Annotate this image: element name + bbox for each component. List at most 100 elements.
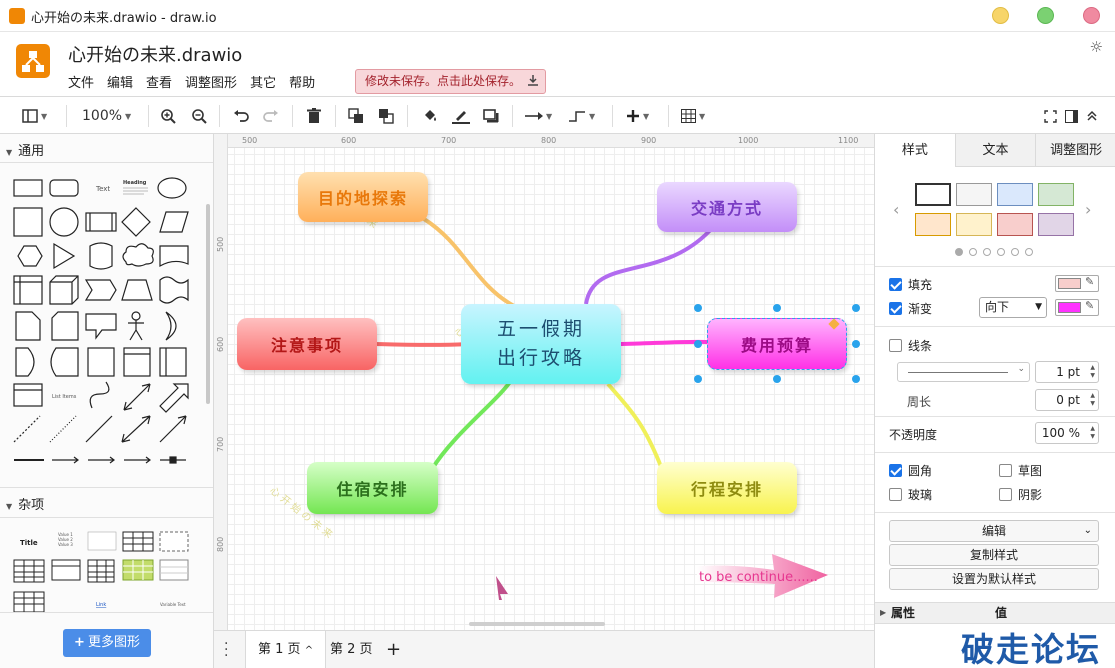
zoom-select[interactable]: 100%▼ (82, 108, 132, 124)
close-button[interactable] (1083, 7, 1100, 24)
swatch-next-icon[interactable]: › (1085, 200, 1092, 219)
style-swatch-1[interactable] (915, 183, 951, 206)
opacity-input[interactable]: 100 % ▲▼ (1035, 422, 1099, 444)
shadow-checkbox[interactable] (999, 488, 1012, 501)
resize-handle-se[interactable] (852, 375, 860, 383)
swatch-prev-icon[interactable]: ‹ (893, 200, 900, 219)
menu-edit[interactable]: 编辑 (107, 76, 134, 91)
glass-checkbox[interactable] (889, 488, 902, 501)
zoom-out-icon[interactable] (191, 106, 207, 126)
shadow-icon[interactable] (483, 106, 499, 126)
node-notes[interactable]: 注意事项 (237, 318, 377, 370)
fill-color-picker[interactable]: ✎ (1055, 275, 1099, 292)
spinner-icon[interactable]: ▲▼ (1090, 425, 1095, 440)
redo-icon[interactable] (263, 106, 279, 126)
connection-style-select[interactable]: ▼ (525, 106, 552, 126)
line-color-icon[interactable] (452, 106, 470, 126)
style-swatch-6[interactable] (956, 213, 992, 236)
canvas-h-scrollbar[interactable] (469, 622, 605, 626)
swatch-page-5[interactable] (1011, 248, 1019, 256)
pages-menu-icon[interactable]: ··· (224, 636, 229, 664)
copy-style-button[interactable]: 复制样式 (889, 544, 1099, 566)
swatch-page-1[interactable] (955, 248, 963, 256)
sidebar-scrollbar[interactable] (206, 204, 210, 404)
node-budget[interactable]: 费用预算 (707, 318, 847, 370)
section-misc-header[interactable]: ▼杂项 (6, 498, 45, 513)
tab-arrange[interactable]: 调整图形 (1035, 134, 1115, 167)
swatch-page-4[interactable] (997, 248, 1005, 256)
perimeter-input[interactable]: 0 pt ▲▼ (1035, 389, 1099, 411)
node-itinerary[interactable]: 行程安排 (657, 462, 797, 514)
node-transport[interactable]: 交通方式 (657, 182, 797, 232)
fullscreen-icon[interactable] (1044, 106, 1057, 126)
resize-handle-s[interactable] (773, 375, 781, 383)
menu-file[interactable]: 文件 (68, 76, 95, 91)
gradient-direction-select[interactable]: 向下▼ (979, 297, 1047, 318)
toggle-format-icon[interactable] (1065, 106, 1078, 126)
waypoints-select[interactable]: ▼ (568, 106, 595, 126)
style-swatch-5[interactable] (915, 213, 951, 236)
diagram-canvas[interactable]: 心 开 始 の 未 来 心 开 始 の 未 来 心 开 始 の 未 来 目的地探… (214, 134, 874, 630)
fill-checkbox[interactable] (889, 278, 902, 291)
line-checkbox[interactable] (889, 339, 902, 352)
add-page-button[interactable]: + (386, 639, 402, 660)
menu-arrange[interactable]: 调整图形 (185, 76, 238, 91)
menu-view[interactable]: 查看 (146, 76, 173, 91)
style-swatch-7[interactable] (997, 213, 1033, 236)
continue-text[interactable]: to be continue...... (699, 570, 818, 585)
swatch-page-6[interactable] (1025, 248, 1033, 256)
spinner-icon[interactable]: ▲▼ (1090, 364, 1095, 379)
node-lodging[interactable]: 住宿安排 (307, 462, 438, 514)
style-swatch-2[interactable] (956, 183, 992, 206)
minimize-button[interactable] (992, 7, 1009, 24)
edit-style-select[interactable]: 编辑 ⌄ (889, 520, 1099, 542)
page-tab-1[interactable]: 第 1 页 ^ (245, 631, 327, 668)
collapse-chevron-icon[interactable] (1086, 106, 1098, 126)
line-pattern-select[interactable]: ⌄ (897, 362, 1030, 382)
tab-text[interactable]: 文本 (954, 134, 1036, 167)
style-swatch-8[interactable] (1038, 213, 1074, 236)
to-front-icon[interactable] (348, 106, 364, 126)
page-tab-caret-icon[interactable]: ^ (304, 645, 314, 656)
resize-handle-e[interactable] (852, 340, 860, 348)
swatch-page-3[interactable] (983, 248, 991, 256)
resize-handle-ne[interactable] (852, 304, 860, 312)
zoom-in-icon[interactable] (160, 106, 176, 126)
node-center[interactable]: 五一假期 出行攻略 (461, 304, 621, 384)
format-panel-toggle[interactable]: ▼ (22, 106, 47, 126)
menu-extras[interactable]: 其它 (250, 76, 277, 91)
resize-handle-n[interactable] (773, 304, 781, 312)
style-swatch-3[interactable] (997, 183, 1033, 206)
fill-color-icon[interactable] (422, 106, 438, 126)
resize-handle-sw[interactable] (694, 375, 702, 383)
menu-help[interactable]: 帮助 (289, 76, 316, 91)
tab-style[interactable]: 样式 (875, 134, 955, 167)
gradient-checkbox[interactable] (889, 302, 902, 315)
gradient-color-picker[interactable]: ✎ (1055, 299, 1099, 316)
page-tab-2[interactable]: 第 2 页 (330, 642, 373, 657)
maximize-button[interactable] (1037, 7, 1054, 24)
theme-sun-icon[interactable]: ☼ (1089, 38, 1103, 56)
node-destination[interactable]: 目的地探索 (298, 172, 428, 222)
resize-handle-nw[interactable] (694, 304, 702, 312)
unsaved-changes-button[interactable]: 修改未保存。点击此处保存。 (355, 69, 547, 94)
style-swatch-4[interactable] (1038, 183, 1074, 206)
set-default-style-button[interactable]: 设置为默认样式 (889, 568, 1099, 590)
misc-shapes-palette[interactable]: Title Value 1 Value 2 Value 3 Link Varia… (10, 526, 196, 616)
insert-select[interactable]: ▼ (626, 106, 649, 126)
to-back-icon[interactable] (378, 106, 394, 126)
table-select[interactable]: ▼ (681, 106, 705, 126)
section-general-header[interactable]: ▼通用 (6, 144, 45, 159)
undo-icon[interactable] (233, 106, 249, 126)
delete-icon[interactable] (307, 106, 321, 126)
expand-triangle-icon[interactable]: ▶ (880, 608, 887, 617)
general-shapes-palette[interactable]: Text Heading List Items (10, 172, 196, 472)
resize-handle-w[interactable] (694, 340, 702, 348)
more-shapes-button[interactable]: +更多图形 (63, 629, 151, 657)
swatch-page-2[interactable] (969, 248, 977, 256)
line-width-input[interactable]: 1 pt ▲▼ (1035, 361, 1099, 383)
sketch-checkbox[interactable] (999, 464, 1012, 477)
document-title[interactable]: 心开始の未来.drawio (68, 45, 243, 66)
spinner-icon[interactable]: ▲▼ (1090, 392, 1095, 407)
rounded-checkbox[interactable] (889, 464, 902, 477)
